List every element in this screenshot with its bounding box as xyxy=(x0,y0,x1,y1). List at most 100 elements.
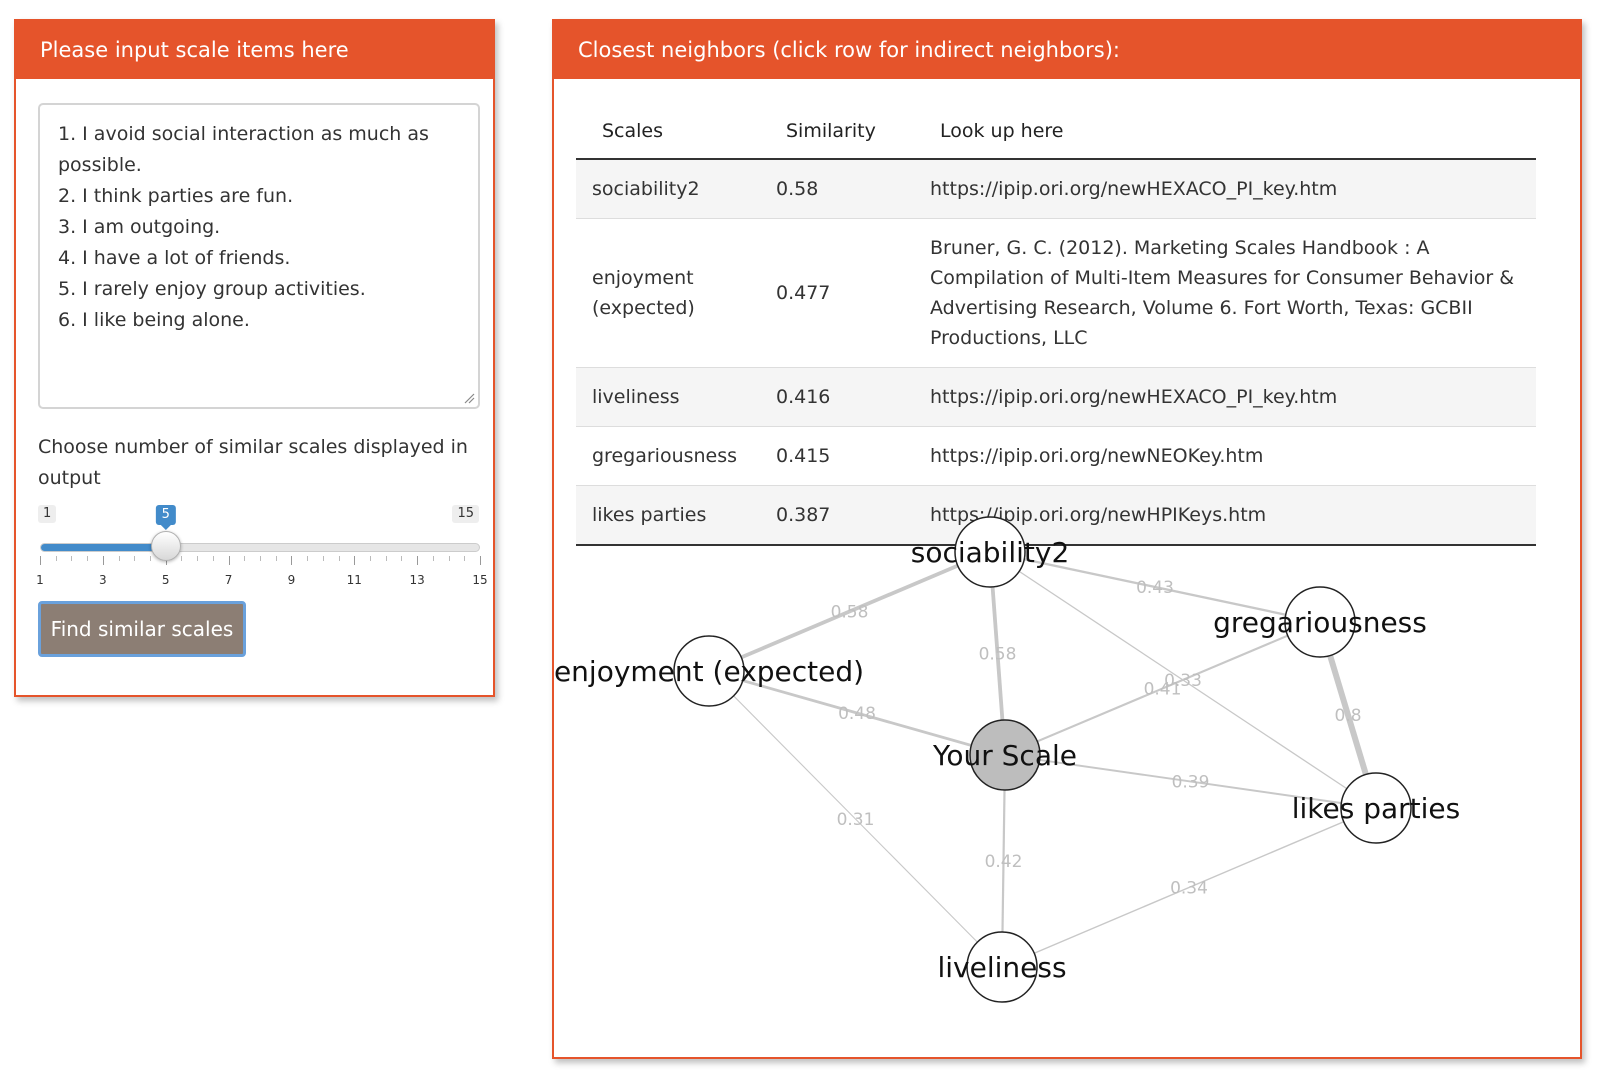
resize-handle-icon[interactable] xyxy=(463,392,475,404)
scale-input-panel-title: Please input scale items here xyxy=(16,21,493,79)
table-row[interactable]: liveliness 0.416 https://ipip.ori.org/ne… xyxy=(576,367,1536,427)
scale-cell: likes parties xyxy=(576,485,760,546)
edge-sociability2-enjoyment xyxy=(708,550,991,673)
edge-weight-label: 0.42 xyxy=(985,852,1023,872)
table-row[interactable]: sociability2 0.58 https://ipip.ori.org/n… xyxy=(576,158,1536,219)
scale-items-textarea[interactable]: 1. I avoid social interaction as much as… xyxy=(38,103,480,409)
slider-tick-minor xyxy=(197,556,199,561)
slider-tick-major xyxy=(417,556,419,565)
scale-cell: sociability2 xyxy=(576,158,760,219)
edge-weight-label: 0.43 xyxy=(1136,578,1174,598)
node-label: enjoyment (expected) xyxy=(554,655,864,688)
slider-tick-minor xyxy=(212,556,214,561)
slider-tick-minor xyxy=(260,556,261,561)
slider-tick-label: 15 xyxy=(472,573,488,587)
slider-tick-minor xyxy=(55,556,57,561)
slider-tick-label: 13 xyxy=(409,573,425,587)
node-gregariousness[interactable] xyxy=(1284,586,1356,658)
node-label: gregariousness xyxy=(1213,606,1427,639)
network-graph[interactable]: 0.580.430.580.330.480.310.410.80.390.420… xyxy=(554,501,1580,1061)
scale-cell: enjoyment (expected) xyxy=(576,218,760,368)
slider-tick-label: 9 xyxy=(287,573,296,587)
edge-your_scale-likes_parties xyxy=(1004,754,1377,809)
scale-item-line: 3. I am outgoing. xyxy=(58,216,221,238)
node-enjoyment[interactable] xyxy=(673,635,745,707)
slider-tick-minor xyxy=(181,556,183,561)
slider-tick-minor xyxy=(118,556,120,561)
slider-tick-minor xyxy=(370,556,371,561)
node-label: liveliness xyxy=(937,951,1066,984)
similarity-cell: 0.58 xyxy=(760,158,914,219)
node-likes_parties[interactable] xyxy=(1340,772,1412,844)
table-row[interactable]: gregariousness 0.415 https://ipip.ori.or… xyxy=(576,426,1536,486)
edge-gregariousness-your_scale xyxy=(1004,621,1321,756)
slider-tick-label: 1 xyxy=(36,573,44,587)
scale-item-line: 4. I have a lot of friends. xyxy=(58,247,291,269)
slider-tick-minor xyxy=(338,556,340,561)
scale-item-line: 2. I think parties are fun. xyxy=(58,185,294,207)
node-liveliness[interactable] xyxy=(966,931,1038,1003)
slider-tick-minor xyxy=(244,556,246,561)
lookup-cell: https://ipip.ori.org/newHEXACO_PI_key.ht… xyxy=(914,158,1536,219)
node-sociability2[interactable] xyxy=(954,516,1026,588)
similarity-cell: 0.387 xyxy=(760,485,914,546)
slider-min-label: 1 xyxy=(38,505,57,523)
node-your_scale[interactable] xyxy=(969,719,1041,791)
slider-max-label: 15 xyxy=(452,505,479,523)
similarity-cell: 0.416 xyxy=(760,367,914,427)
similarity-cell: 0.415 xyxy=(760,426,914,486)
edge-weight-label: 0.41 xyxy=(1144,680,1182,700)
column-header-similarity[interactable]: Similarity xyxy=(760,109,914,160)
slider-tick-major xyxy=(40,556,41,565)
slider-tick-minor xyxy=(134,556,136,561)
slider-value-bubble: 5 xyxy=(155,505,176,530)
slider-tick-minor xyxy=(401,556,403,561)
edge-enjoyment-your_scale xyxy=(708,669,1006,757)
scale-item-line: 5. I rarely enjoy group activities. xyxy=(58,278,366,300)
slider-tick-major xyxy=(291,556,293,565)
edge-weight-label: 0.33 xyxy=(1164,671,1202,691)
slider-tick-major xyxy=(228,556,230,565)
similarity-cell: 0.477 xyxy=(760,218,914,368)
lookup-cell: https://ipip.ori.org/newHEXACO_PI_key.ht… xyxy=(914,367,1536,427)
column-header-scales[interactable]: Scales xyxy=(576,109,760,160)
scale-cell: liveliness xyxy=(576,367,760,427)
edge-weight-label: 0.8 xyxy=(1334,706,1361,726)
lookup-cell: https://ipip.ori.org/newNEOKey.htm xyxy=(914,426,1536,486)
slider-tick-minor xyxy=(464,556,466,561)
table-row[interactable]: enjoyment (expected) 0.477 Bruner, G. C.… xyxy=(576,218,1536,368)
slider-tick-minor xyxy=(432,556,434,561)
slider-tick-minor xyxy=(87,556,89,561)
slider-handle[interactable] xyxy=(150,531,181,561)
edge-enjoyment-liveliness xyxy=(708,670,1003,968)
slider-fill xyxy=(41,544,167,551)
neighbors-table: Scales Similarity Look up here sociabili… xyxy=(576,109,1536,546)
slider-tick-minor xyxy=(385,556,387,561)
slider-tick-label: 7 xyxy=(224,573,233,587)
edge-weight-label: 0.48 xyxy=(838,704,876,724)
slider-tick-major xyxy=(480,556,481,565)
edge-weight-label: 0.39 xyxy=(1172,773,1210,793)
edge-weight-label: 0.58 xyxy=(979,645,1017,665)
edge-liveliness-likes_parties xyxy=(1001,807,1377,968)
scale-input-panel: Please input scale items here 1. I avoid… xyxy=(14,19,495,697)
neighbors-panel: Closest neighbors (click row for indirec… xyxy=(552,19,1582,1059)
scale-cell: gregariousness xyxy=(576,426,760,486)
find-similar-scales-button[interactable]: Find similar scales xyxy=(38,601,246,657)
scale-item-line: 1. I avoid social interaction as much as xyxy=(58,123,429,145)
table-row[interactable]: likes parties 0.387 https://ipip.ori.org… xyxy=(576,485,1536,546)
slider-tick-label: 11 xyxy=(346,573,362,587)
slider-tick-label: 5 xyxy=(161,573,170,587)
slider-tick-minor xyxy=(322,556,324,561)
slider-track[interactable] xyxy=(40,543,480,552)
column-header-lookup[interactable]: Look up here xyxy=(914,109,1536,160)
slider-tick-minor xyxy=(275,556,277,561)
node-label: likes parties xyxy=(1292,792,1461,825)
slider-tick-major xyxy=(354,556,356,565)
table-header-row: Scales Similarity Look up here xyxy=(576,109,1536,160)
edge-weight-label: 0.34 xyxy=(1170,879,1208,899)
scale-item-line: possible. xyxy=(58,154,142,176)
edge-sociability2-gregariousness xyxy=(989,550,1321,624)
edge-weight-label: 0.58 xyxy=(831,603,869,623)
slider-label: Choose number of similar scales displaye… xyxy=(38,436,468,489)
